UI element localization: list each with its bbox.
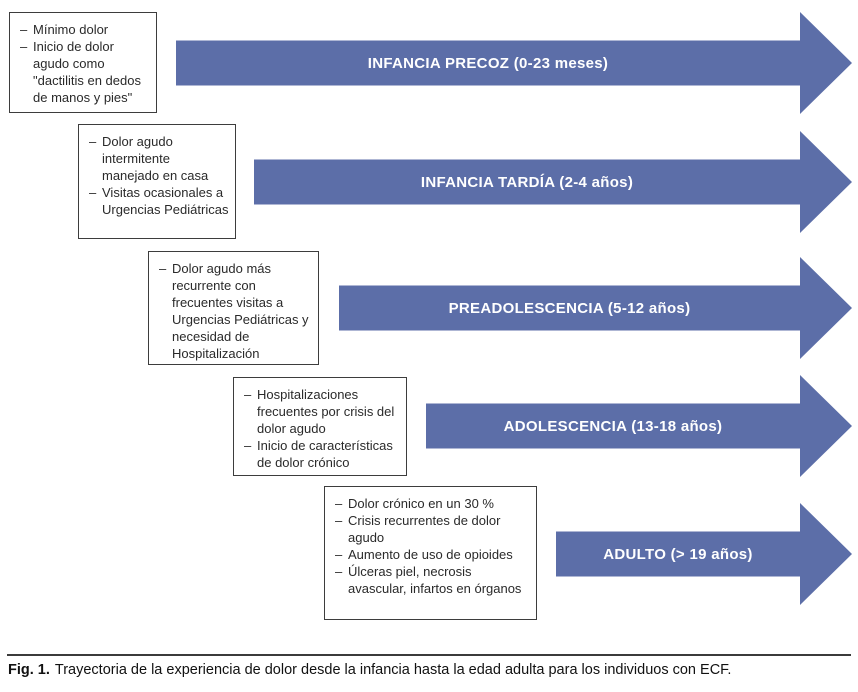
note-item: – Aumento de uso de opioides [335,546,530,563]
arrow-polygon [426,375,852,477]
note-item: – Hospitalizaciones frecuentes por crisi… [244,386,400,437]
note-item: – Visitas ocasionales a Urgencias Pediát… [89,184,229,218]
dash-bullet: – [335,513,343,528]
note-item: – Dolor agudo más recurrente con frecuen… [159,260,312,362]
stage-arrow-adolescencia: ADOLESCENCIA (13-18 años) [426,375,852,477]
dash-bullet: – [20,22,28,37]
stage-arrow-adulto: ADULTO (> 19 años) [556,503,852,605]
note-box-adulto: – Dolor crónico en un 30 % – Crisis recu… [324,486,537,620]
stage-arrow-label: ADULTO (> 19 años) [603,545,753,563]
note-item: – Crisis recurrentes de dolor agudo [335,512,530,546]
figure-caption: Fig. 1.Trayectoria de la experiencia de … [8,661,852,680]
note-item: – Inicio de características de dolor cró… [244,437,400,471]
note-text: Crisis recurrentes de dolor agudo [348,513,501,545]
stage-arrow-label: INFANCIA PRECOZ (0-23 meses) [367,54,609,72]
note-text: Inicio de dolor agudo como "dactilitis e… [33,39,141,105]
note-item: – Úlceras piel, necrosis avascular, infa… [335,563,530,597]
arrow-polygon [176,12,852,114]
dash-bullet: – [89,185,97,200]
stage-arrow-infancia-precoz: INFANCIA PRECOZ (0-23 meses) [176,12,852,114]
note-text: Aumento de uso de opioides [348,547,513,562]
note-text: Visitas ocasionales a Urgencias Pediátri… [102,185,229,217]
dash-bullet: – [244,387,252,402]
dash-bullet: – [335,547,343,562]
note-box-adolescencia: – Hospitalizaciones frecuentes por crisi… [233,377,407,476]
figure-number: Fig. 1. [8,662,50,678]
note-text: Dolor agudo intermitente manejado en cas… [102,134,209,183]
arrow-polygon [254,131,852,233]
stage-arrow-label: ADOLESCENCIA (13-18 años) [503,417,723,435]
arrow-shape [556,503,852,605]
dash-bullet: – [20,39,28,54]
stage-arrow-infancia-tardia: INFANCIA TARDÍA (2-4 años) [254,131,852,233]
arrow-polygon [556,503,852,605]
stage-arrow-label: INFANCIA TARDÍA (2-4 años) [420,173,634,191]
caption-divider [7,654,851,656]
note-text: Mínimo dolor [33,22,109,37]
note-box-preadolescencia: – Dolor agudo más recurrente con frecuen… [148,251,319,365]
note-item: – Dolor crónico en un 30 % [335,495,530,512]
arrow-shape [176,12,852,114]
arrow-shape [426,375,852,477]
note-text: Inicio de características de dolor cróni… [257,438,393,470]
dash-bullet: – [244,438,252,453]
dash-bullet: – [335,564,343,579]
note-item: – Dolor agudo intermitente manejado en c… [89,133,229,184]
note-box-infancia-precoz: – Mínimo dolor – Inicio de dolor agudo c… [9,12,157,113]
dash-bullet: – [159,261,167,276]
note-item: – Inicio de dolor agudo como "dactilitis… [20,38,150,106]
note-text: Dolor agudo más recurrente con frecuente… [172,261,309,361]
dash-bullet: – [335,496,343,511]
note-text: Dolor crónico en un 30 % [348,496,494,511]
arrow-shape [254,131,852,233]
caption-text: Trayectoria de la experiencia de dolor d… [54,662,732,678]
dash-bullet: – [89,134,97,149]
note-text: Úlceras piel, necrosis avascular, infart… [348,564,522,596]
note-box-infancia-tardia: – Dolor agudo intermitente manejado en c… [78,124,236,239]
arrow-polygon [339,257,852,359]
arrow-shape [339,257,852,359]
note-text: Hospitalizaciones frecuentes por crisis … [257,387,395,436]
note-item: – Mínimo dolor [20,21,150,38]
stage-arrow-preadolescencia: PREADOLESCENCIA (5-12 años) [339,257,852,359]
stage-arrow-label: PREADOLESCENCIA (5-12 años) [448,299,691,317]
